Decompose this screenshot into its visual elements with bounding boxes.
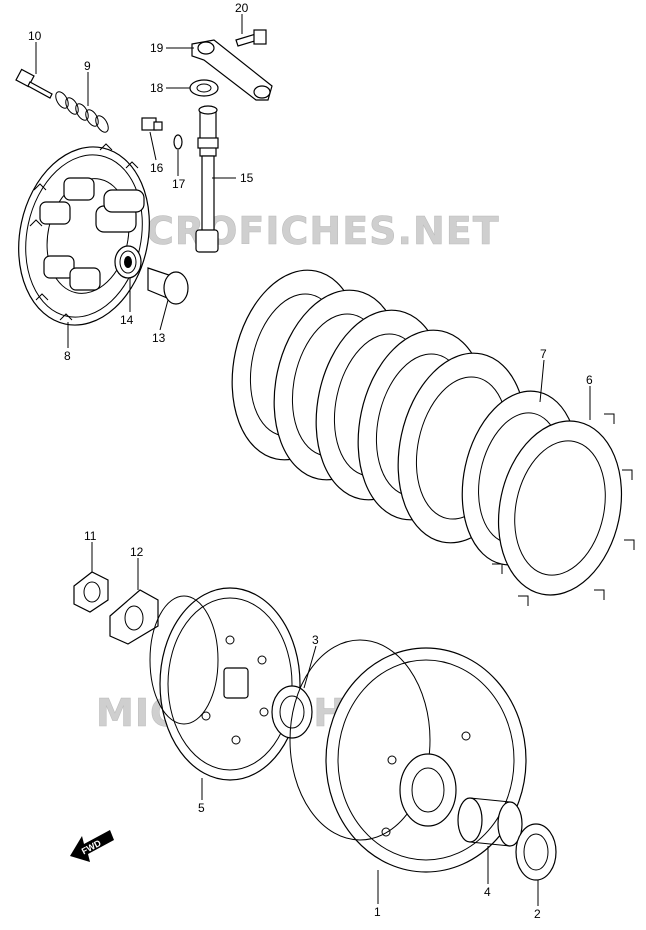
- label-part-5: 5: [198, 801, 205, 815]
- label-part-10: 10: [28, 29, 42, 43]
- label-part-4: 4: [484, 885, 491, 899]
- part-18-seal: [189, 79, 219, 97]
- part-9-clutch-spring: [55, 91, 109, 133]
- label-part-16: 16: [150, 161, 164, 175]
- part-17-washer: [173, 134, 183, 150]
- part-5-sleeve-hub: [149, 587, 301, 781]
- part-16-screw: [141, 117, 163, 131]
- label-part-2: 2: [534, 907, 541, 921]
- part-15-release-shaft: [195, 105, 219, 253]
- watermark-upper: MICROFICHES.NET: [92, 209, 500, 253]
- part-14-bearing: [114, 245, 142, 279]
- label-part-19: 19: [150, 41, 164, 55]
- label-part-17: 17: [172, 177, 186, 191]
- part-6-drive-plate: [492, 413, 635, 606]
- label-part-15: 15: [240, 171, 254, 185]
- part-20-bolt: [235, 29, 267, 47]
- label-part-14: 14: [120, 313, 134, 327]
- label-part-6: 6: [586, 373, 593, 387]
- part-13-pushrod-piece: [147, 267, 189, 305]
- part-10-bolt: [15, 68, 53, 99]
- label-part-20: 20: [235, 1, 249, 15]
- part-4-needle-bearing: [457, 797, 523, 847]
- label-part-18: 18: [150, 81, 164, 95]
- fwd-direction-arrow: FWD: [70, 830, 114, 862]
- part-19-release-arm: [191, 39, 273, 101]
- part-8-pressure-plate: [18, 143, 150, 326]
- part-1-clutch-housing: [289, 639, 527, 873]
- label-part-12: 12: [130, 545, 144, 559]
- label-part-8: 8: [64, 349, 71, 363]
- part-11-nut: [73, 571, 109, 613]
- label-part-1: 1: [374, 905, 381, 919]
- part-labels: 10 9 20 19 18 16 17 15 14 13 8 7 6 11 12…: [28, 1, 593, 921]
- label-part-13: 13: [152, 331, 166, 345]
- part-2-washer: [515, 823, 557, 881]
- label-part-3: 3: [312, 633, 319, 647]
- label-part-11: 11: [84, 529, 97, 543]
- clutch-plate-stack: [231, 269, 527, 544]
- label-part-9: 9: [84, 59, 91, 73]
- part-12-lock-washer: [109, 589, 159, 645]
- leader-lines: [35, 14, 591, 906]
- part-3-thrust-washer: [271, 685, 313, 739]
- label-part-7: 7: [540, 347, 547, 361]
